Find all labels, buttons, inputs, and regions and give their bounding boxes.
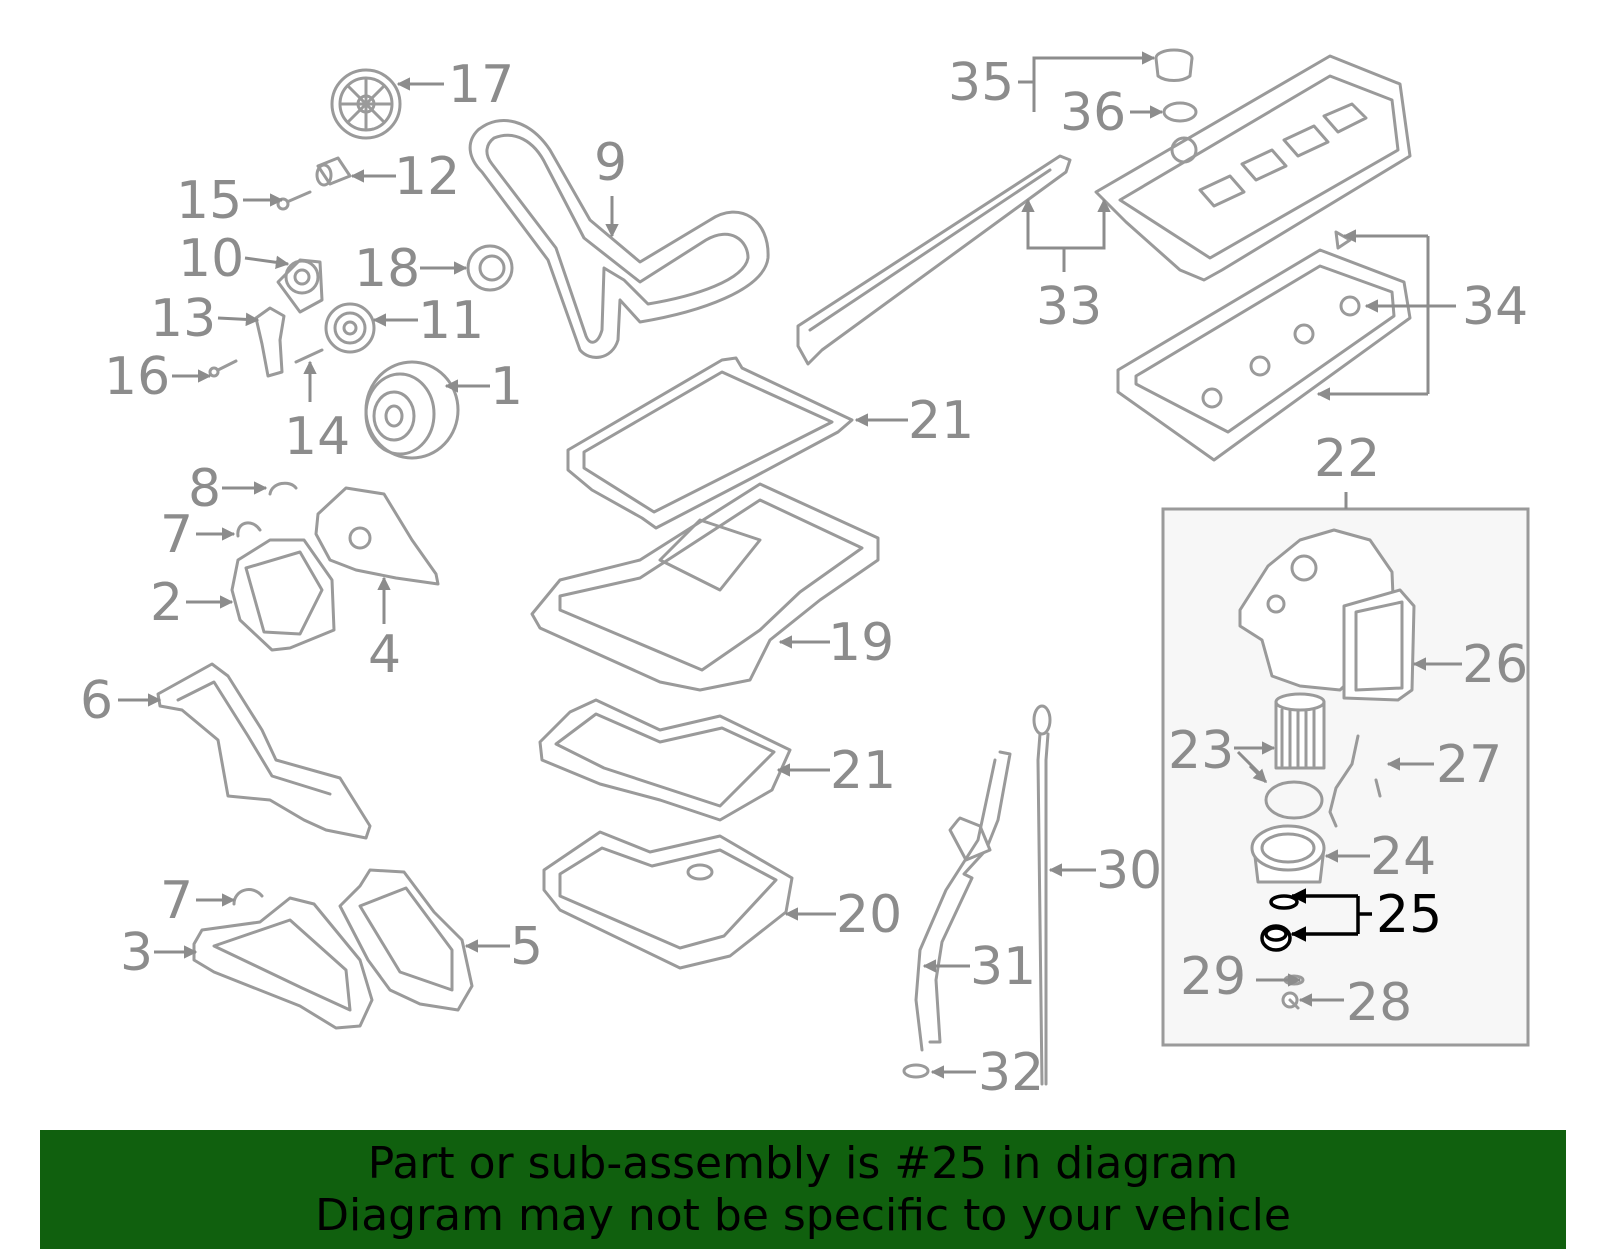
callout-25: 25 xyxy=(1376,885,1442,945)
part-35-cap xyxy=(1154,48,1194,82)
part-13-bracket xyxy=(254,306,286,378)
callout-12: 12 xyxy=(394,147,460,207)
part-27-line xyxy=(1328,734,1382,828)
part-36-seal xyxy=(1162,101,1198,123)
part-21-lower-gasket xyxy=(538,698,792,822)
part-8-clip xyxy=(268,481,298,496)
part-33-valve-cover xyxy=(1094,54,1412,282)
part-21-upper-gasket xyxy=(566,356,854,530)
part-34-gasket xyxy=(1116,230,1412,462)
part-1-crank-pulley xyxy=(364,360,460,460)
part-25-o-ring xyxy=(1269,894,1299,910)
callout-18: 18 xyxy=(354,239,420,299)
callout-29: 29 xyxy=(1180,947,1246,1007)
part-33-rail xyxy=(796,154,1072,366)
part-14-bolt xyxy=(294,348,324,364)
callout-34: 34 xyxy=(1462,277,1528,337)
callout-31: 31 xyxy=(970,937,1036,997)
part-9-timing-belt xyxy=(468,119,770,359)
part-31-tube xyxy=(914,750,1012,1052)
leader-lines xyxy=(118,51,1462,1079)
callout-24: 24 xyxy=(1370,827,1436,887)
callout-9: 9 xyxy=(594,133,627,193)
callout-32: 32 xyxy=(978,1043,1044,1103)
callout-21-lower: 21 xyxy=(830,741,896,801)
callout-35: 35 xyxy=(948,53,1014,113)
callout-28: 28 xyxy=(1346,973,1412,1033)
callout-5: 5 xyxy=(510,917,543,977)
part-30-dipstick xyxy=(1032,704,1052,1086)
part-32-o-ring xyxy=(902,1063,930,1079)
part-12-bushing xyxy=(315,156,352,187)
part-2-cover xyxy=(230,538,336,652)
part-23-filter-element xyxy=(1264,692,1326,820)
banner-line-part: Part or sub-assembly is #25 in diagram xyxy=(367,1137,1239,1189)
part-19-oil-pan-upper xyxy=(530,482,880,692)
callout-7-lower: 7 xyxy=(160,871,193,931)
part-6-cover xyxy=(156,662,372,840)
callout-16: 16 xyxy=(104,347,170,407)
part-25-plug xyxy=(1260,924,1292,952)
part-24-filter-cap xyxy=(1250,824,1326,884)
callout-3: 3 xyxy=(120,923,153,983)
info-banner: Part or sub-assembly is #25 in diagram D… xyxy=(40,1130,1566,1249)
callout-20: 20 xyxy=(836,885,902,945)
callout-27: 27 xyxy=(1436,735,1502,795)
part-3-cover xyxy=(192,896,374,1030)
callout-6: 6 xyxy=(80,671,113,731)
part-16-bolt xyxy=(208,359,238,378)
callout-21-upper: 21 xyxy=(908,391,974,451)
part-28-bolt xyxy=(1281,991,1300,1010)
callout-17: 17 xyxy=(448,55,514,115)
part-17-cam-sprocket xyxy=(330,68,402,140)
callout-8: 8 xyxy=(188,459,221,519)
callout-14: 14 xyxy=(284,407,350,467)
part-7-clip-lower xyxy=(232,888,264,906)
callout-11: 11 xyxy=(418,291,484,351)
callout-19: 19 xyxy=(828,613,894,673)
leader-25-highlight xyxy=(1290,888,1372,942)
callout-10: 10 xyxy=(178,229,244,289)
part-10-tensioner xyxy=(276,258,324,314)
callout-2: 2 xyxy=(150,573,183,633)
part-15-bolt xyxy=(276,190,312,211)
callout-15: 15 xyxy=(176,171,242,231)
callout-30: 30 xyxy=(1096,841,1162,901)
part-18-sprocket xyxy=(466,244,514,292)
callout-4: 4 xyxy=(368,625,401,685)
callout-13: 13 xyxy=(150,289,216,349)
callout-36: 36 xyxy=(1060,83,1126,143)
part-7-clip-upper xyxy=(236,521,262,538)
part-5-cover xyxy=(338,868,474,1012)
callout-7-upper: 7 xyxy=(160,505,193,565)
part-4-cover xyxy=(314,486,440,586)
callout-23: 23 xyxy=(1168,721,1234,781)
callout-1: 1 xyxy=(490,357,523,417)
banner-line-disclaimer: Diagram may not be specific to your vehi… xyxy=(315,1189,1291,1241)
part-26-filter-housing xyxy=(1238,528,1416,702)
callout-numbers: 17 12 15 9 10 18 13 11 16 1 14 8 7 2 4 6… xyxy=(80,53,1528,1103)
callout-26: 26 xyxy=(1462,635,1528,695)
part-11-idler xyxy=(324,302,376,354)
callout-22: 22 xyxy=(1314,429,1380,489)
part-20-oil-pan-lower xyxy=(542,830,794,970)
callout-33: 33 xyxy=(1036,277,1102,337)
